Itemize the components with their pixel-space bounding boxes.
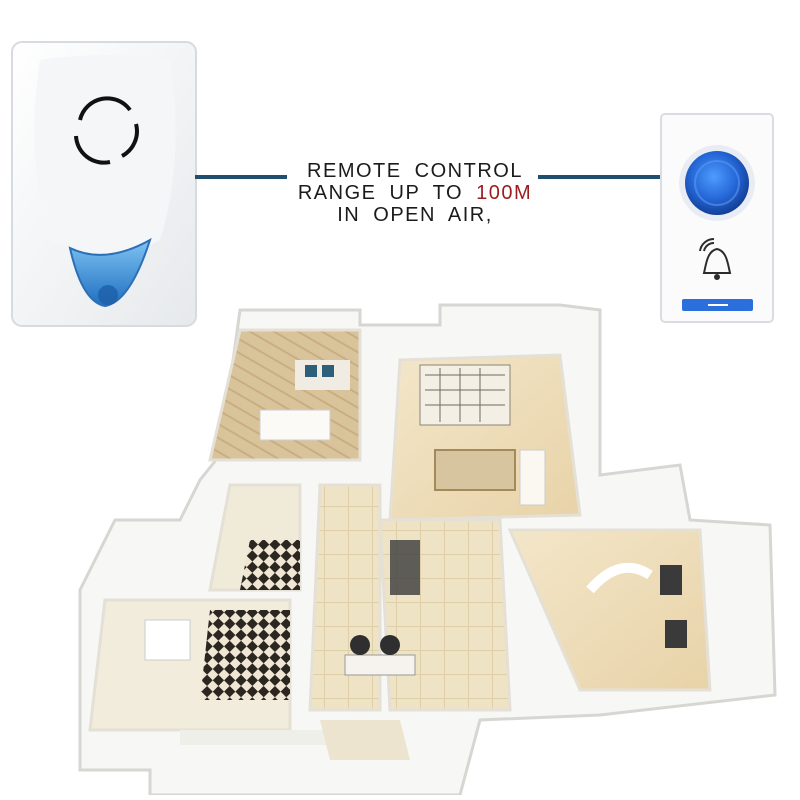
- floorplan-illustration: [60, 290, 780, 797]
- bell-icon: [702, 247, 732, 280]
- caption-line-3: IN OPEN AIR,: [337, 204, 493, 226]
- doorbell-button-image: [660, 113, 775, 323]
- caption-line-1: REMOTE CONTROL: [307, 160, 523, 182]
- caption-line-2: RANGE UP TO 100M: [290, 182, 540, 204]
- speaker-grille: [74, 96, 139, 165]
- wireless-signal-icon: [699, 237, 715, 252]
- caption-line-2-text: RANGE UP TO: [297, 182, 477, 204]
- range-value: 100M: [476, 182, 533, 204]
- connector-line-right: [538, 175, 660, 179]
- doorbell-receiver-image: [10, 40, 200, 330]
- connector-line-left: [195, 175, 287, 179]
- range-caption: REMOTE CONTROL RANGE UP TO 100M IN OPEN …: [290, 160, 540, 226]
